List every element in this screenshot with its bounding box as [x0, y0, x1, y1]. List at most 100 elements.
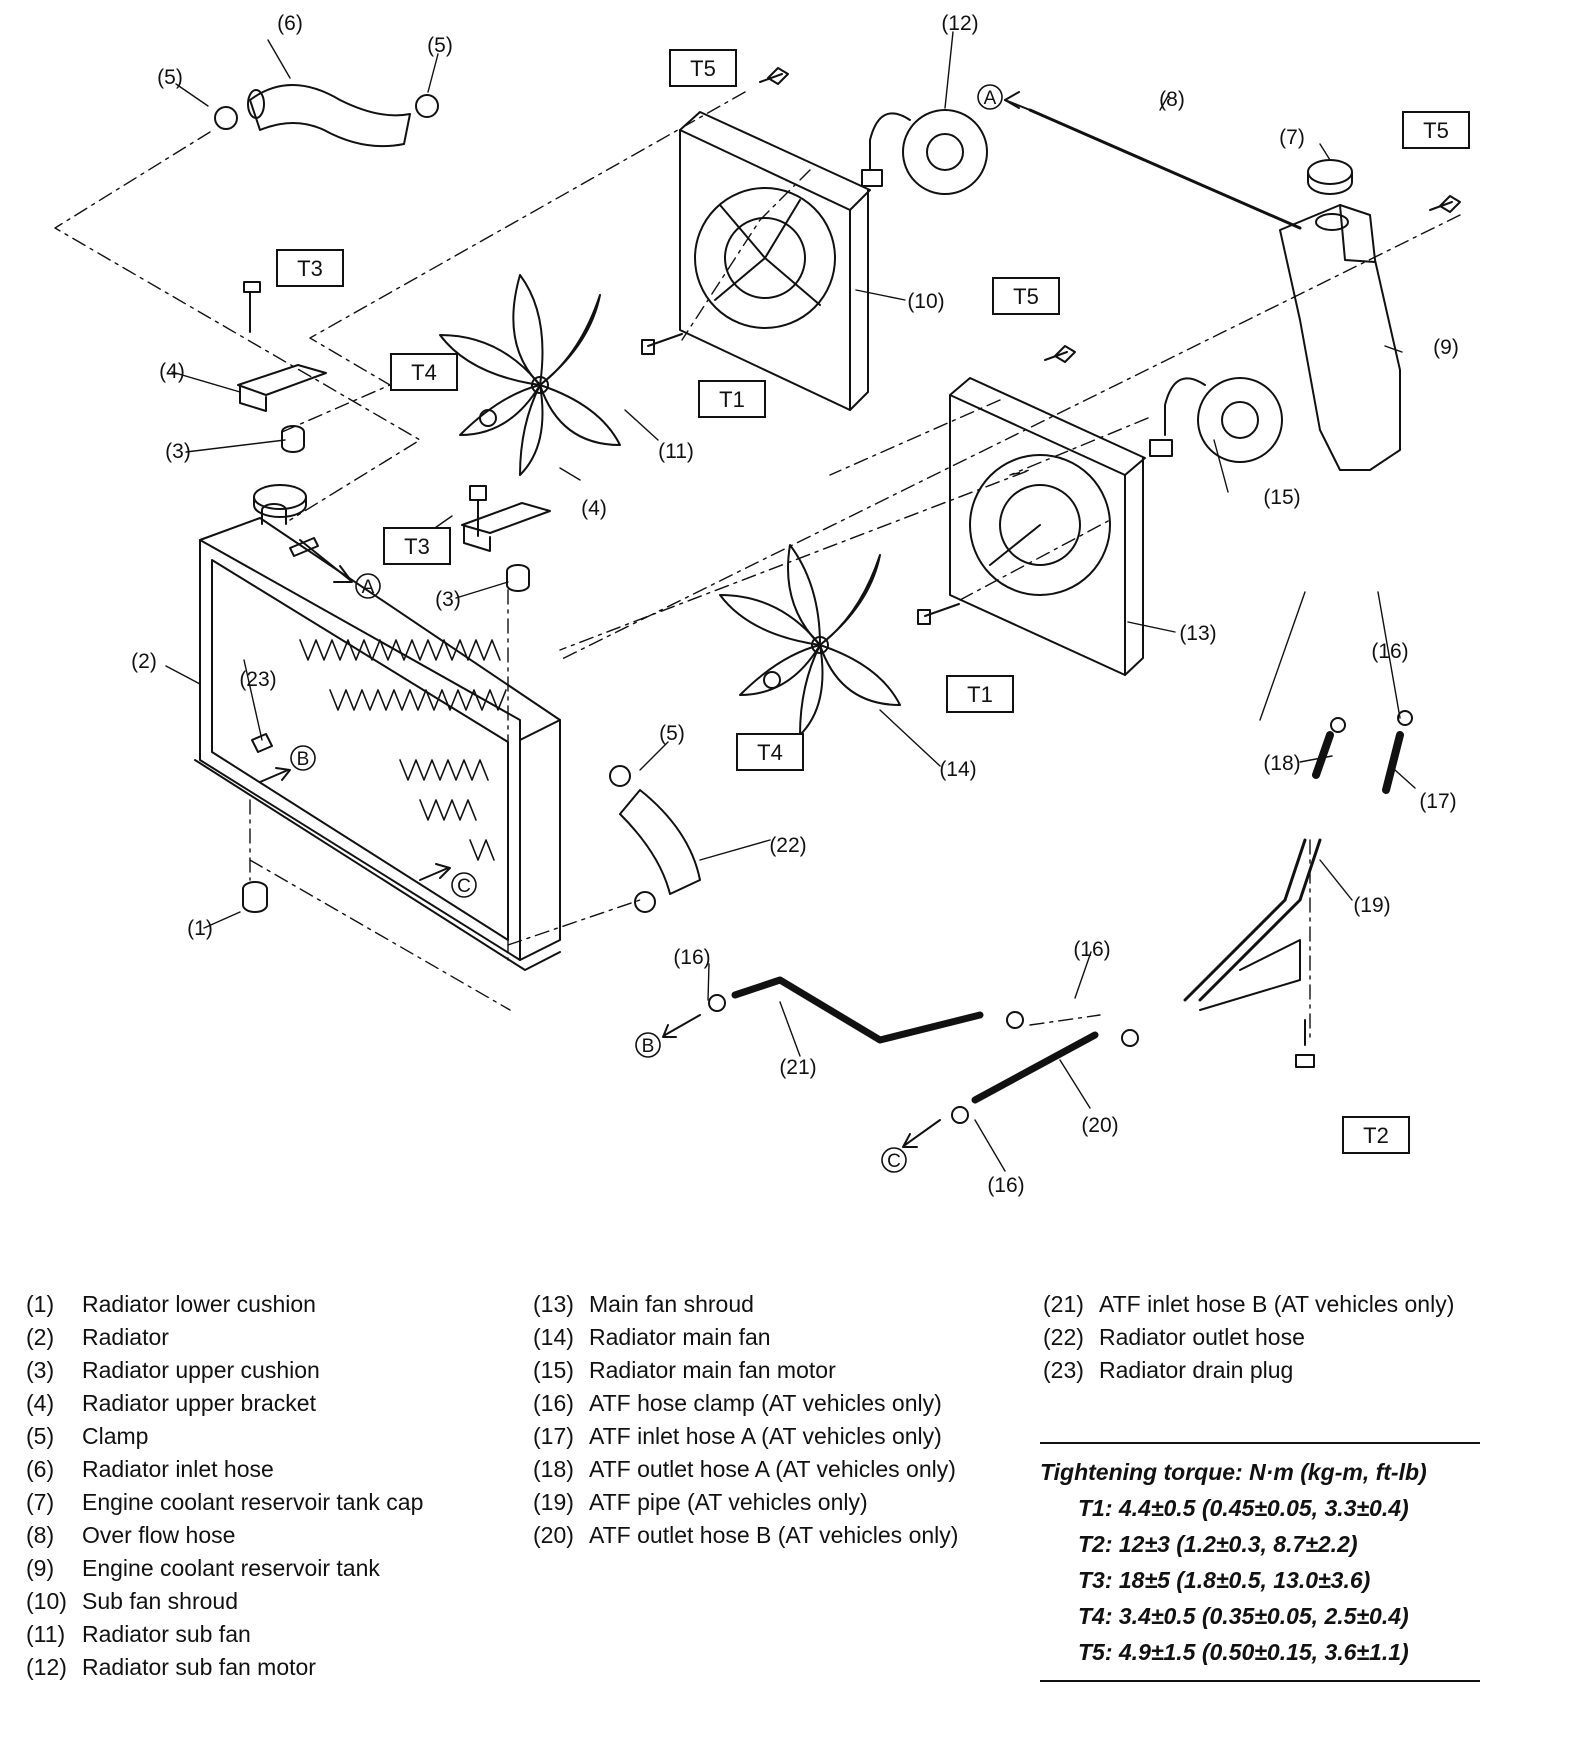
lower-cushion — [242, 881, 268, 913]
connector-a-radiator: A — [362, 577, 375, 598]
callout-8: (8) — [1159, 88, 1185, 111]
legend-item-label: Clamp — [82, 1423, 149, 1449]
bolt-t5-b — [1044, 345, 1076, 363]
atf-outlet-hose-a — [1312, 731, 1334, 779]
legend-item-number: (13) — [533, 1291, 574, 1317]
legend-item: (18)ATF outlet hose A (AT vehicles only) — [533, 1453, 1003, 1486]
arrow-c-right — [902, 1119, 941, 1148]
legend-item-number: (15) — [533, 1357, 574, 1383]
legend-item-number: (1) — [26, 1291, 55, 1317]
arrow-c-left — [419, 863, 451, 881]
callout-10: (10) — [907, 290, 944, 313]
legend-item-label: Over flow hose — [82, 1522, 236, 1548]
bolt-t1-a — [641, 333, 683, 355]
clamp-outlet-top — [609, 765, 631, 787]
atf-outlet-hose-b — [971, 1031, 1099, 1104]
connector-c-atf: C — [887, 1151, 901, 1172]
bolt-t5-a — [759, 67, 789, 85]
legend-item-label: Radiator outlet hose — [1099, 1324, 1305, 1350]
callout-5-outlet: (5) — [659, 722, 685, 745]
legend-item-number: (8) — [26, 1522, 55, 1548]
legend-item: (15)Radiator main fan motor — [533, 1354, 1003, 1387]
callout-4-left: (4) — [159, 360, 185, 383]
upper-bracket-left — [237, 364, 327, 412]
torque-row-t2: T2: 12±3 (1.2±0.3, 8.7±2.2) — [1078, 1531, 1358, 1557]
torque-box-t1-b: T1 — [967, 682, 993, 707]
torque-box-t3-b: T3 — [404, 534, 430, 559]
atf-inlet-hose-b — [731, 976, 984, 1044]
bolt-t1-b — [917, 603, 960, 625]
atf-clamp-2 — [1006, 1011, 1024, 1029]
callout-22: (22) — [769, 834, 806, 857]
legend-item: (5)Clamp — [26, 1420, 526, 1453]
exploded-diagram: A A B C B C T5 T5 T5 T3 T3 T4 T4 T1 T1 T… — [54, 12, 1470, 1197]
legend-column-2: (13)Main fan shroud(14)Radiator main fan… — [533, 1288, 1003, 1552]
legend-item: (11)Radiator sub fan — [26, 1618, 526, 1651]
legend-item-label: ATF outlet hose B (AT vehicles only) — [589, 1522, 959, 1548]
inlet-hose — [249, 84, 411, 148]
legend-column-1: (1)Radiator lower cushion(2)Radiator(3)R… — [26, 1288, 526, 1684]
torque-box-t4-a: T4 — [411, 360, 437, 385]
legend-item: (6)Radiator inlet hose — [26, 1453, 526, 1486]
legend-item-label: Main fan shroud — [589, 1291, 754, 1317]
upper-bracket-right — [461, 502, 551, 552]
sub-fan — [439, 274, 621, 476]
arrow-b-right — [662, 1014, 701, 1038]
torque-box-t3-a: T3 — [297, 256, 323, 281]
connector-a-top: A — [984, 88, 997, 109]
clamp-right — [415, 94, 439, 118]
bolt-t2 — [1295, 1019, 1315, 1068]
legend-item-number: (16) — [533, 1390, 574, 1416]
legend-item: (22) Radiator outlet hose — [1043, 1321, 1473, 1354]
legend-item-number: (20) — [533, 1522, 574, 1548]
atf-clamp-5 — [1330, 717, 1346, 733]
callout-9: (9) — [1433, 336, 1459, 359]
torque-row-t3: T3: 18±5 (1.8±0.5, 13.0±3.6) — [1078, 1567, 1371, 1593]
legend-item-label: Engine coolant reservoir tank — [82, 1555, 380, 1581]
drain-plug — [251, 733, 273, 753]
callout-6: (6) — [277, 12, 303, 35]
legend-item-number: (6) — [26, 1456, 55, 1482]
legend-item-number: (22) — [1043, 1324, 1084, 1350]
legend-item: (19)ATF pipe (AT vehicles only) — [533, 1486, 1003, 1519]
legend-item: (3) Radiator upper cushion — [26, 1354, 526, 1387]
atf-inlet-hose-a — [1382, 731, 1404, 794]
upper-cushion-right — [506, 564, 530, 592]
legend-item-label: ATF outlet hose A (AT vehicles only) — [589, 1456, 956, 1482]
upper-cushion-left — [281, 425, 305, 453]
torque-box-t1-a: T1 — [719, 387, 745, 412]
callout-5-left: (5) — [157, 66, 183, 89]
legend-item-label: Radiator drain plug — [1099, 1357, 1294, 1383]
legend-item-number: (9) — [26, 1555, 55, 1581]
callout-20: (20) — [1081, 1114, 1118, 1137]
legend-item: (9) Engine coolant reservoir tank — [26, 1552, 526, 1585]
callout-2: (2) — [131, 650, 157, 673]
tightening-torque-table: Tightening torque: N·m (kg-m, ft-lb) T1:… — [1040, 1442, 1480, 1682]
legend-item-number: (3) — [26, 1357, 55, 1383]
main-fan — [719, 544, 901, 736]
main-fan-shroud — [949, 377, 1146, 676]
bolt-t3-right — [469, 485, 487, 537]
legend-item: (10)Sub fan shroud — [26, 1585, 526, 1618]
legend-item-number: (7) — [26, 1489, 55, 1515]
legend-item: (2)Radiator — [26, 1321, 526, 1354]
legend-item-label: ATF inlet hose A (AT vehicles only) — [589, 1423, 942, 1449]
callout-13: (13) — [1179, 622, 1216, 645]
legend-item: (8) Over flow hose — [26, 1519, 526, 1552]
main-fan-motor — [1149, 377, 1283, 463]
callout-18: (18) — [1263, 752, 1300, 775]
callout-14: (14) — [939, 758, 976, 781]
connector-b-radiator: B — [297, 749, 310, 770]
legend-item-number: (23) — [1043, 1357, 1084, 1383]
legend-item-label: ATF inlet hose B (AT vehicles only) — [1099, 1291, 1455, 1317]
diagram-svg: A A B C B C T5 T5 T5 T3 T3 T4 T4 T1 T1 T… — [54, 12, 1470, 1197]
legend-item-number: (21) — [1043, 1291, 1084, 1317]
nut-t4-a — [479, 409, 497, 427]
arrow-a-left — [299, 539, 353, 583]
torque-box-t2: T2 — [1363, 1123, 1389, 1148]
legend-item-label: Radiator sub fan — [82, 1621, 251, 1647]
legend-item-label: Radiator upper cushion — [82, 1357, 320, 1383]
legend-item-label: Radiator — [82, 1324, 169, 1350]
torque-row-t4: T4: 3.4±0.5 (0.35±0.05, 2.5±0.4) — [1078, 1603, 1409, 1629]
bolt-t3-left — [243, 281, 261, 333]
